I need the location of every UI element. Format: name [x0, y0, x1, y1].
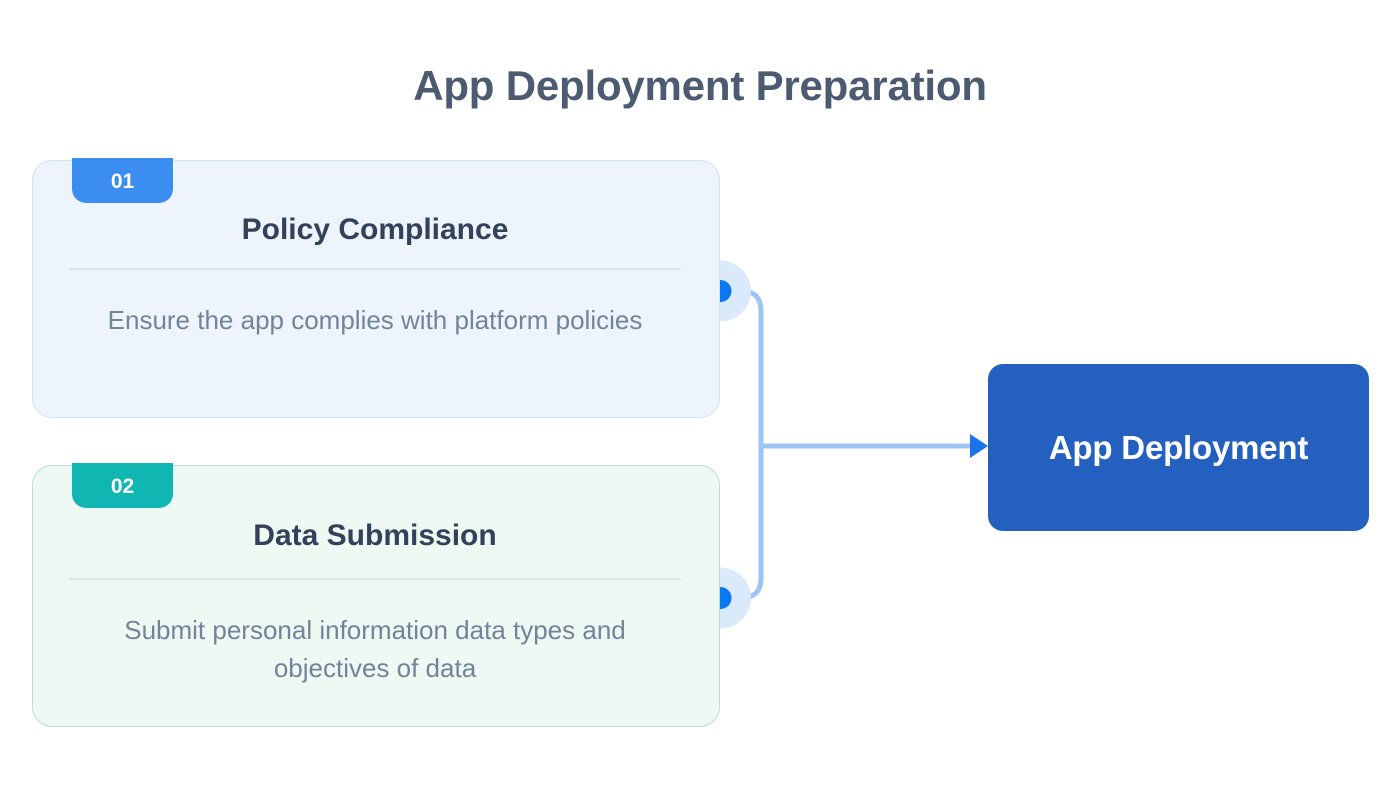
step-divider-2 [69, 578, 681, 580]
step-card-data-submission[interactable]: 02 Data Submission Submit personal infor… [32, 463, 720, 727]
step-badge-01: 01 [72, 158, 173, 203]
step-badge-02: 02 [72, 463, 173, 508]
step-heading-data-submission: Data Submission [253, 519, 497, 552]
step-description-data-submission: Submit personal information data types a… [124, 615, 626, 683]
arrow-head-icon [970, 434, 988, 458]
step-heading-policy-compliance: Policy Compliance [241, 213, 509, 246]
step-description-policy-compliance: Ensure the app complies with platform po… [107, 305, 643, 335]
target-node-app-deployment[interactable]: App Deployment [988, 364, 1369, 531]
step-card-policy-compliance[interactable]: 01 Policy Compliance Ensure the app comp… [32, 158, 720, 418]
step-divider-1 [69, 268, 681, 270]
target-node-label: App Deployment [1048, 428, 1309, 466]
page-title: App Deployment Preparation [413, 62, 987, 109]
